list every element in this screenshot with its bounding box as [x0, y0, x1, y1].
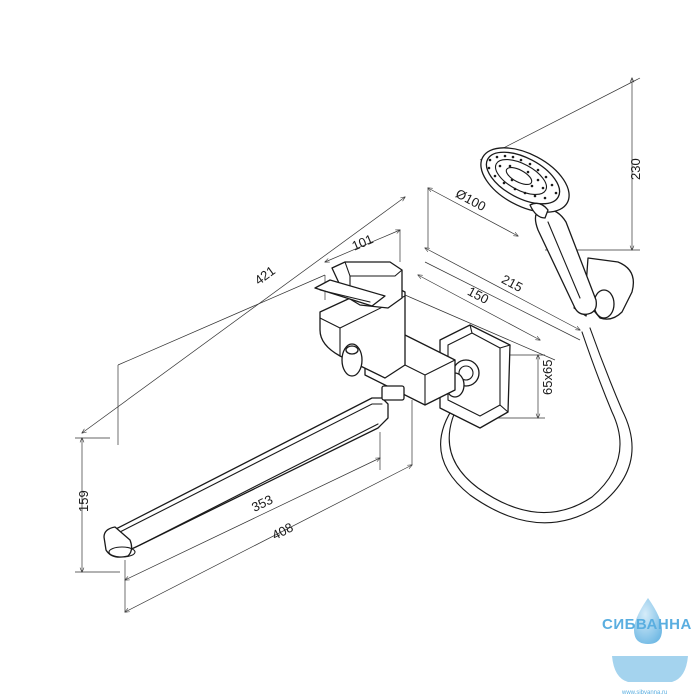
dim-label-215: 215 — [499, 272, 525, 295]
dim-line-101 — [325, 230, 400, 262]
shower-wall-holder — [573, 257, 635, 320]
wall-flange — [439, 324, 511, 429]
dim-line-diameter — [428, 188, 518, 236]
dim-label-159: 159 — [76, 490, 91, 512]
lever-paddle — [314, 279, 386, 307]
dim-label-421: 421 — [252, 263, 278, 288]
dim-label-353: 353 — [249, 492, 275, 515]
dim-label-65: 65x65 — [540, 360, 555, 395]
dim-label-408: 408 — [269, 520, 295, 543]
watermark-brand: СИБВАННА — [602, 616, 692, 633]
bathtub-icon — [612, 656, 688, 682]
hand-shower — [480, 147, 597, 315]
dim-label-150: 150 — [465, 284, 491, 307]
watermark-logo: СИБВАННА www.sibvanna.ru — [602, 598, 692, 696]
spray-nozzles — [487, 154, 558, 200]
dimension-lines — [82, 78, 632, 612]
watermark-url: www.sibvanna.ru — [621, 690, 667, 696]
dim-label-230: 230 — [628, 158, 643, 180]
dim-line-150 — [418, 275, 540, 340]
dim-line-408 — [125, 465, 412, 612]
shower-handle — [534, 208, 597, 315]
shower-hose — [440, 327, 633, 524]
lever-handle — [314, 261, 403, 309]
spout — [103, 397, 389, 558]
dim-label-diameter: Ø100 — [453, 186, 488, 214]
water-drop-icon — [634, 598, 662, 644]
